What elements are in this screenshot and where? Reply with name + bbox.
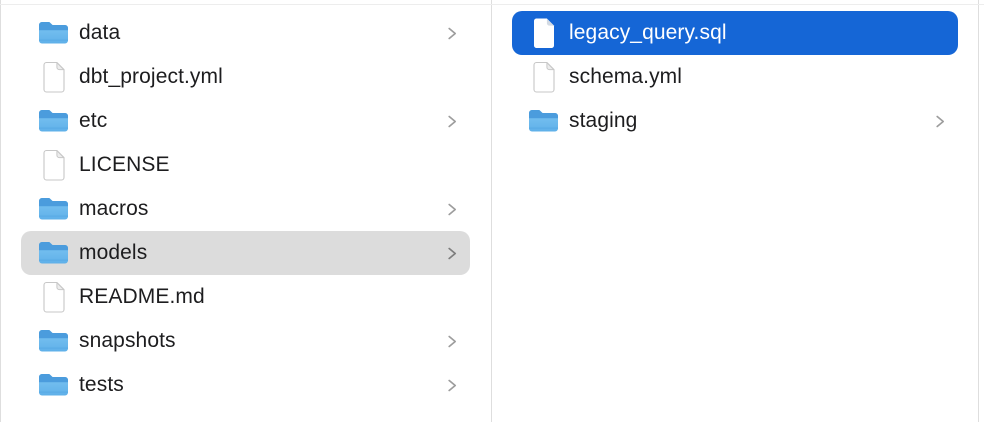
item-label: LICENSE <box>79 153 170 176</box>
folder-row-macros[interactable]: macros <box>21 187 470 231</box>
file-row-readme-md[interactable]: README.md <box>21 275 470 319</box>
folder-icon <box>37 369 70 401</box>
file-row-dbt-project-yml[interactable]: dbt_project.yml <box>21 55 470 99</box>
chevron-right-icon <box>446 378 458 393</box>
file-icon <box>527 17 560 49</box>
file-icon <box>527 61 560 93</box>
file-row-legacy-query-sql[interactable]: legacy_query.sql <box>512 11 958 55</box>
folder-row-etc[interactable]: etc <box>21 99 470 143</box>
column-divider[interactable] <box>491 0 492 422</box>
window-top-border <box>0 4 984 5</box>
window-left-border <box>0 0 1 422</box>
file-icon <box>37 281 70 313</box>
folder-row-staging[interactable]: staging <box>512 99 958 143</box>
file-row-license[interactable]: LICENSE <box>21 143 470 187</box>
item-label: README.md <box>79 285 205 308</box>
chevron-right-icon <box>446 202 458 217</box>
folder-row-snapshots[interactable]: snapshots <box>21 319 470 363</box>
folder-icon <box>37 105 70 137</box>
file-icon <box>37 149 70 181</box>
folder-icon <box>37 17 70 49</box>
item-label: legacy_query.sql <box>569 21 727 44</box>
folder-icon <box>37 237 70 269</box>
item-label: etc <box>79 109 108 132</box>
item-label: tests <box>79 373 124 396</box>
chevron-right-icon <box>446 246 458 261</box>
chevron-right-icon <box>446 26 458 41</box>
file-icon <box>37 61 70 93</box>
item-label: dbt_project.yml <box>79 65 223 88</box>
folder-row-models[interactable]: models <box>21 231 470 275</box>
folder-icon <box>527 105 560 137</box>
file-list: legacy_query.sql schema.yml staging <box>492 0 978 143</box>
finder-column-models: legacy_query.sql schema.yml staging <box>492 0 978 422</box>
chevron-right-icon <box>446 114 458 129</box>
item-label: macros <box>79 197 149 220</box>
item-label: data <box>79 21 121 44</box>
chevron-right-icon <box>446 334 458 349</box>
chevron-right-icon <box>934 114 946 129</box>
item-label: models <box>79 241 148 264</box>
folder-row-data[interactable]: data <box>21 11 470 55</box>
folder-row-tests[interactable]: tests <box>21 363 470 407</box>
item-label: staging <box>569 109 638 132</box>
folder-icon <box>37 193 70 225</box>
column-divider[interactable] <box>978 0 979 422</box>
item-label: snapshots <box>79 329 176 352</box>
item-label: schema.yml <box>569 65 683 88</box>
file-row-schema-yml[interactable]: schema.yml <box>512 55 958 99</box>
folder-icon <box>37 325 70 357</box>
empty-column-area <box>979 0 984 422</box>
